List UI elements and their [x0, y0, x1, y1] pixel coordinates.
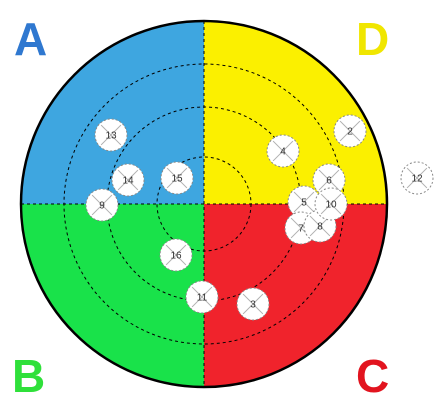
- marker-label: 8: [317, 222, 323, 233]
- cross-icon: [272, 140, 294, 162]
- cross-icon: [117, 169, 139, 191]
- marker-label: 11: [197, 293, 208, 304]
- marker-6[interactable]: 6: [312, 163, 346, 197]
- marker-9[interactable]: 9: [85, 188, 119, 222]
- marker-label: 9: [99, 201, 105, 212]
- cross-icon: [191, 286, 213, 308]
- marker-label: 12: [411, 174, 423, 185]
- marker-label: 15: [171, 174, 183, 185]
- cross-icon: [165, 244, 187, 266]
- cross-icon: [293, 191, 315, 213]
- marker-11[interactable]: 11: [185, 280, 219, 314]
- cross-icon: [100, 124, 122, 146]
- quadrant-d-sector: [204, 21, 387, 204]
- marker-12[interactable]: 12: [400, 161, 434, 195]
- marker-14[interactable]: 14: [111, 163, 145, 197]
- marker-label: 10: [325, 200, 337, 211]
- quadrant-a-sector: [21, 21, 204, 204]
- cross-icon: [318, 169, 340, 191]
- cross-icon: [166, 167, 188, 189]
- marker-label: 16: [170, 251, 182, 262]
- quadrant-label-a: A: [14, 13, 47, 65]
- marker-13[interactable]: 13: [94, 118, 128, 152]
- quadrant-label-d: D: [356, 13, 389, 65]
- cross-icon: [320, 193, 342, 215]
- cross-icon: [339, 120, 361, 142]
- cross-icon: [91, 194, 113, 216]
- marker-label: 7: [298, 224, 304, 235]
- quadrant-label-b: B: [12, 350, 45, 402]
- cross-icon: [406, 167, 428, 189]
- marker-3[interactable]: 3: [236, 287, 270, 321]
- marker-label: 13: [105, 131, 117, 142]
- quadrant-b-sector: [21, 204, 204, 387]
- marker-10[interactable]: 10: [314, 187, 348, 221]
- quadrant-label-c: C: [356, 350, 389, 402]
- marker-2[interactable]: 2: [333, 114, 367, 148]
- marker-label: 3: [250, 300, 256, 311]
- marker-layer: 2 3 4 5 6 7 8 9 10 11 12 13 14 15 16: [85, 114, 434, 321]
- cross-icon: [242, 293, 264, 315]
- marker-15[interactable]: 15: [160, 161, 194, 195]
- marker-label: 6: [326, 176, 332, 187]
- marker-label: 5: [301, 198, 307, 209]
- marker-4[interactable]: 4: [266, 134, 300, 168]
- quadrant-c-sector: [204, 204, 387, 387]
- marker-label: 4: [280, 147, 286, 158]
- marker-label: 14: [122, 176, 134, 187]
- marker-label: 2: [347, 127, 353, 138]
- marker-16[interactable]: 16: [159, 238, 193, 272]
